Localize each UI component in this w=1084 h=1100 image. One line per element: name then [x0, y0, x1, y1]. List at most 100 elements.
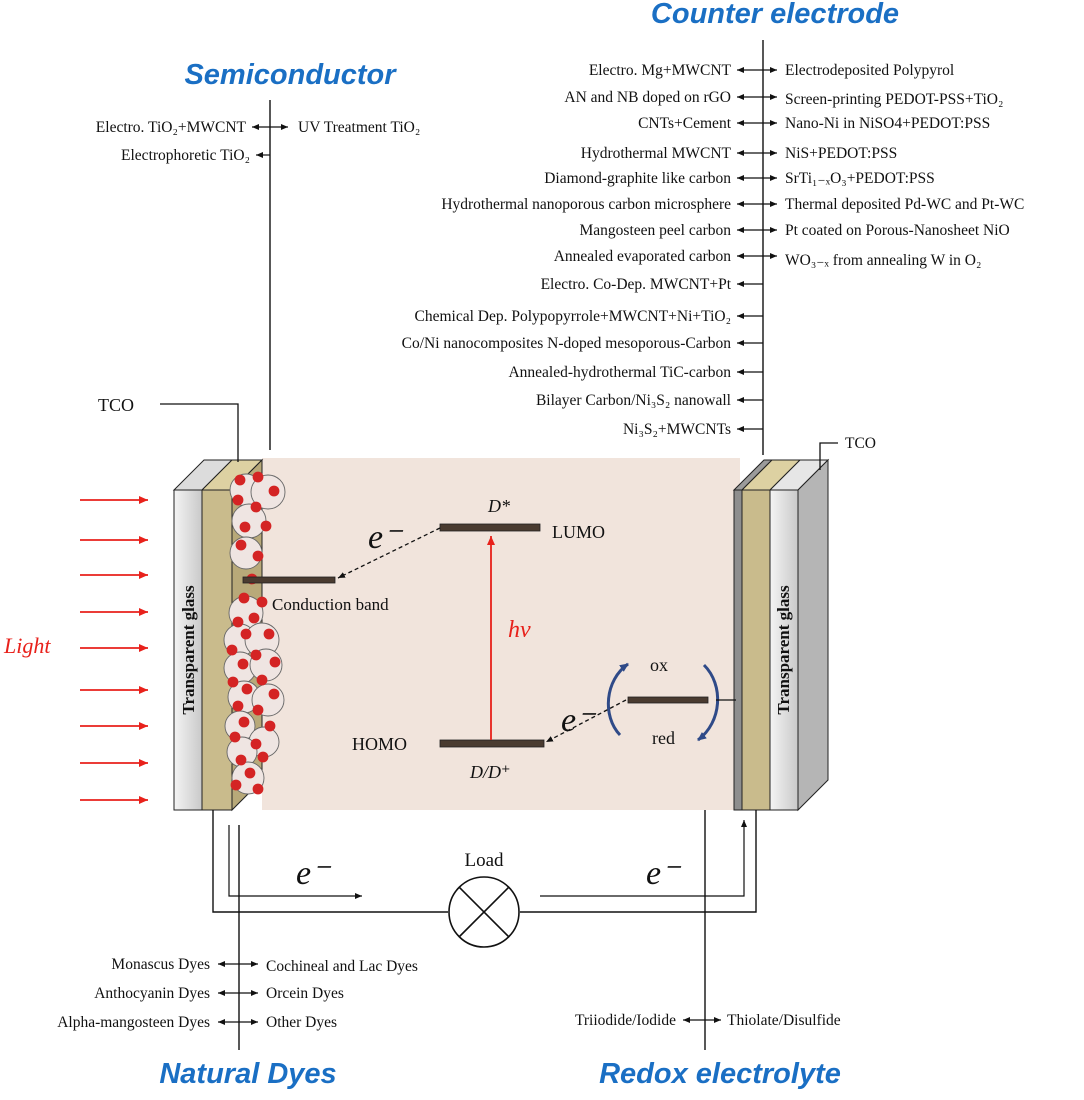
semiconductor-list: Electro. TiO₂+MWCNT UV Treatment TiO₂ El…: [96, 119, 420, 164]
right-glass: [769, 489, 799, 811]
counter-electrode-left-1: AN and NB doped on rGO: [564, 89, 731, 106]
dye-molecule-24: [232, 700, 244, 712]
tio2-particle-1: [250, 474, 286, 510]
electron-label-regeneration: e⁻: [561, 702, 597, 739]
left-glass-label: Transparent glass: [179, 585, 198, 715]
dye-molecule-31: [257, 751, 269, 763]
natural-dyes-list: Monascus Dyes Cochineal and Lac Dyes Ant…: [57, 956, 418, 1031]
conduction-band-level: [242, 576, 336, 584]
right-electrode: Transparent glass: [732, 458, 830, 812]
dye-molecule-7: [235, 539, 247, 551]
electron-label-injection: e⁻: [368, 519, 404, 556]
counter-electrode-right-1: Screen-printing PEDOT-PSS+TiO₂: [785, 91, 1003, 108]
dye-molecule-3: [232, 494, 244, 506]
dye-molecule-30: [235, 754, 247, 766]
red-label: red: [652, 728, 675, 748]
external-wire-right: [520, 810, 757, 913]
dye-molecule-8: [252, 550, 264, 562]
hv-label: hν: [508, 617, 531, 643]
redox-cycle-arrow-left: [606, 662, 629, 737]
tco-left-label: TCO: [98, 395, 134, 415]
dye-molecule-14: [240, 628, 252, 640]
natural-dyes-left-0: Monascus Dyes: [111, 956, 210, 973]
load-cross-b: [458, 886, 510, 938]
electrolyte-region: [262, 458, 740, 810]
electron-flow-arrow-right: [540, 820, 747, 897]
dye-molecule-34: [252, 783, 264, 795]
lumo-level: [439, 523, 541, 532]
counter-electrode-left-3: Hydrothermal MWCNT: [581, 145, 732, 162]
dye-molecule-27: [264, 720, 276, 732]
dye-molecule-0: [234, 474, 246, 486]
dye-molecule-5: [239, 521, 251, 533]
redox-level: [627, 696, 709, 704]
redox-left-0: Triiodide/Iodide: [575, 1012, 676, 1029]
dye-molecule-6: [260, 520, 272, 532]
title-counter-electrode: Counter electrode: [651, 0, 899, 30]
conduction-band-label: Conduction band: [272, 595, 389, 614]
counter-electrode-right-2: Nano-Ni in NiSO4+PEDOT:PSS: [785, 115, 990, 132]
counter-electrode-left-13: Ni₃S₂+MWCNTs: [623, 421, 731, 438]
dye-molecule-17: [250, 649, 262, 661]
tco-right-label: TCO: [845, 435, 876, 452]
regeneration-arrow: [545, 699, 627, 743]
d-star-label: D*: [487, 496, 510, 516]
counter-electrode-right-3: NiS+PEDOT:PSS: [785, 145, 897, 162]
counter-electrode-right-4: SrTi₁₋ₓO₃+PEDOT:PSS: [785, 170, 935, 187]
homo-label: HOMO: [352, 734, 407, 754]
tco-left-leader: [160, 403, 239, 462]
counter-electrode-right-5: Thermal deposited Pd-WC and Pt-WC: [785, 196, 1024, 213]
natural-dyes-right-0: Cochineal and Lac Dyes: [266, 958, 418, 975]
electron-label-circuit-right: e⁻: [646, 855, 682, 892]
injection-arrow: [337, 527, 441, 579]
semiconductor-left-1: Electrophoretic TiO₂: [121, 147, 250, 164]
natural-dyes-left-2: Alpha-mangosteen Dyes: [57, 1014, 210, 1031]
light-arrows: [80, 496, 148, 804]
title-natural-dyes: Natural Dyes: [159, 1058, 336, 1090]
dye-molecule-33: [230, 779, 242, 791]
counter-electrode-left-2: CNTs+Cement: [638, 115, 732, 132]
ox-label: ox: [650, 655, 668, 675]
dye-molecule-18: [269, 656, 281, 668]
counter-electrode-list: Electro. Mg+MWCNT AN and NB doped on rGO C…: [402, 62, 1025, 438]
dye-molecule-4: [250, 501, 262, 513]
dye-molecule-19: [237, 658, 249, 670]
counter-electrode-right-7: WO₃₋ₓ from annealing W in O₂: [785, 252, 981, 269]
homo-level: [439, 739, 545, 748]
natural-dyes-right-2: Other Dyes: [266, 1014, 337, 1031]
dye-molecule-2: [268, 485, 280, 497]
dye-molecule-28: [229, 731, 241, 743]
redox-right-0: Thiolate/Disulfide: [727, 1012, 841, 1029]
semiconductor-left-0: Electro. TiO₂+MWCNT: [96, 119, 247, 136]
dye-molecule-20: [227, 676, 239, 688]
right-glass-label: Transparent glass: [774, 585, 793, 715]
dye-molecule-15: [263, 628, 275, 640]
dye-molecule-12: [232, 616, 244, 628]
load-label: Load: [464, 850, 504, 871]
counter-electrode-left-5: Hydrothermal nanoporous carbon microsphe…: [441, 196, 731, 213]
dye-molecule-16: [226, 644, 238, 656]
external-wire-left: [212, 810, 448, 913]
dye-molecule-1: [252, 471, 264, 483]
electron-flow-arrow-left: [228, 825, 362, 899]
dye-molecule-26: [238, 716, 250, 728]
counter-electrode-left-4: Diamond-graphite like carbon: [544, 170, 731, 187]
counter-electrode-left-9: Chemical Dep. Polypopyrrole+MWCNT+Ni+TiO…: [415, 308, 732, 325]
counter-electrode-left-0: Electro. Mg+MWCNT: [589, 62, 732, 79]
natural-dyes-left-1: Anthocyanin Dyes: [94, 985, 210, 1002]
dye-molecule-29: [250, 738, 262, 750]
light-label: Light: [3, 633, 51, 658]
counter-electrode-left-6: Mangosteen peel carbon: [580, 222, 732, 239]
lumo-label: LUMO: [552, 522, 605, 542]
counter-electrode-left-10: Co/Ni nanocomposites N-doped mesoporous-…: [402, 335, 732, 352]
natural-dyes-right-1: Orcein Dyes: [266, 985, 344, 1002]
dye-molecule-21: [256, 674, 268, 686]
electron-label-circuit-left: e⁻: [296, 855, 332, 892]
semiconductor-right-0: UV Treatment TiO₂: [298, 119, 420, 136]
dye-molecule-10: [238, 592, 250, 604]
counter-electrode-left-8: Electro. Co-Dep. MWCNT+Pt: [541, 276, 732, 293]
counter-electrode-right-0: Electrodeposited Polypyrol: [785, 62, 954, 79]
dye-molecule-23: [268, 688, 280, 700]
